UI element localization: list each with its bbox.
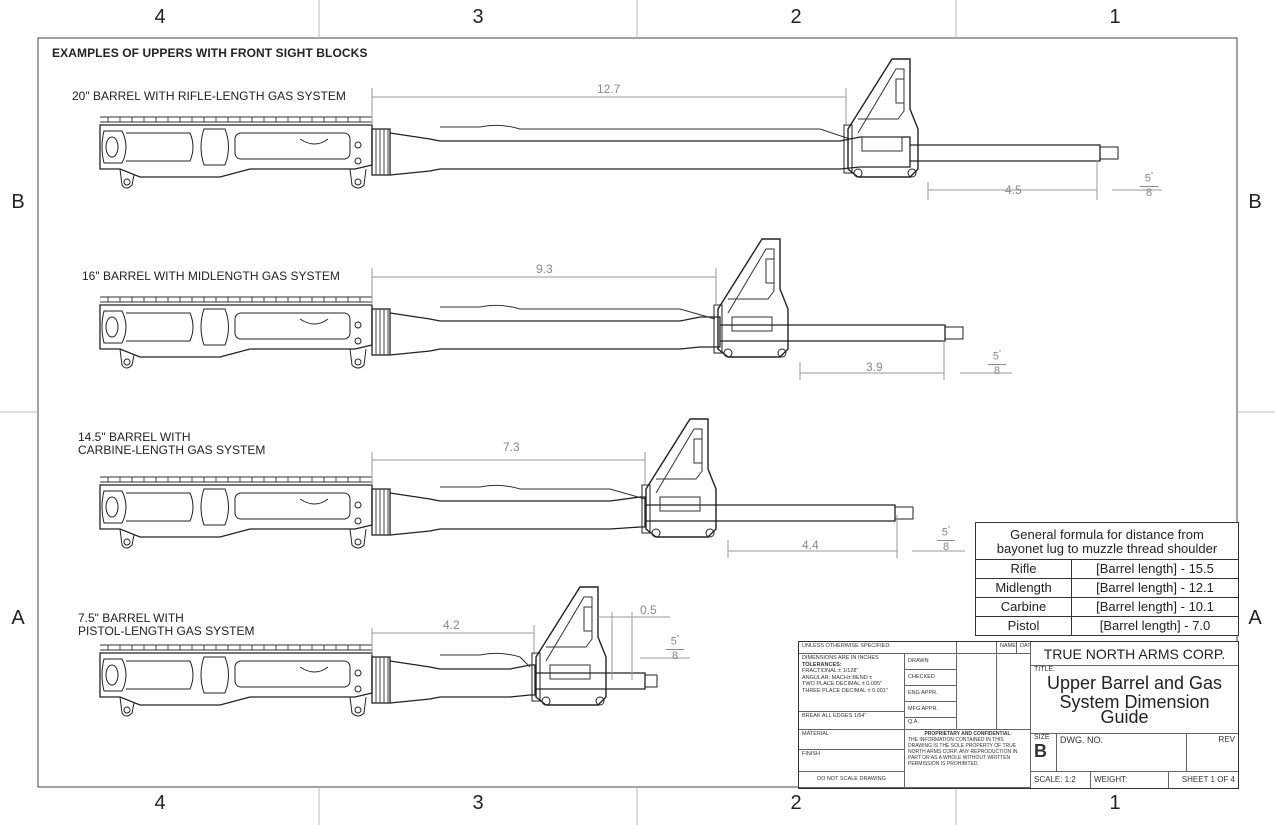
tb-size: B: [1034, 740, 1047, 761]
zone-right-a: A: [1248, 607, 1262, 629]
upper-2-label: 16" BARREL WITH MIDLENGTH GAS SYSTEM: [82, 269, 340, 283]
tb-role-drawn: DRAWN: [905, 654, 957, 670]
formula-row: Rifle [Barrel length] - 15.5: [976, 560, 1238, 579]
tb-weight: WEIGHT:: [1091, 772, 1169, 788]
upper-3-label-line2: CARBINE-LENGTH GAS SYSTEM: [78, 443, 266, 457]
formula-row: Pistol [Barrel length] - 7.0: [976, 617, 1238, 635]
tb-proprietary: PROPRIETARY AND CONFIDENTIAL THE INFORMA…: [905, 730, 1031, 788]
tb-names: [957, 654, 997, 730]
tb-break-edges: BREAK ALL EDGES 1/64": [799, 712, 905, 730]
formula-header-line2: bayonet lug to muzzle thread shoulder: [996, 541, 1218, 556]
upper-1-gas-dim: 12.7: [597, 82, 621, 96]
tb-role-mfg: MFG APPR.: [905, 702, 957, 718]
upper-4-label-line2: PISTOL-LENGTH GAS SYSTEM: [78, 624, 255, 638]
formula-system: Rifle: [976, 560, 1072, 578]
formula-expression: [Barrel length] - 12.1: [1096, 580, 1214, 595]
formula-system: Carbine: [976, 598, 1072, 616]
zone-left-b: B: [11, 191, 25, 213]
tb-title-cell: TITLE: Upper Barrel and Gas System Dimen…: [1031, 666, 1238, 734]
upper-4-thread-dim: 5"8: [666, 633, 684, 662]
title-block: UNLESS OTHERWISE SPECIFIED: NAME DATE DI…: [798, 641, 1239, 789]
tb-proprietary-title: PROPRIETARY AND CONFIDENTIAL: [924, 731, 1011, 737]
tb-do-not-scale: DO NOT SCALE DRAWING: [799, 772, 905, 788]
tb-role-qa: Q.A.: [905, 718, 957, 730]
tb-material: MATERIAL: [799, 730, 905, 750]
tb-dims: DIMENSIONS ARE IN INCHES: [802, 655, 879, 661]
tb-three-place: THREE PLACE DECIMAL ± 0.001": [802, 687, 888, 694]
zone-bottom-1: 1: [1109, 792, 1121, 814]
tb-dates: [997, 654, 1031, 730]
upper-3-muzzle-dim: 4.4: [802, 538, 819, 552]
tb-title-line1: Upper Barrel and Gas: [1046, 672, 1223, 693]
formula-header-line1: General formula for distance from: [1010, 527, 1204, 542]
upper-3-gas-dim: 7.3: [503, 440, 520, 454]
tb-sheet: SHEET 1 OF 4: [1181, 775, 1235, 784]
tb-finish: FINISH: [799, 750, 905, 772]
upper-3-thread-dim: 5"8: [937, 524, 955, 553]
zone-bottom-2: 2: [790, 792, 802, 814]
upper-2-gas-dim: 9.3: [536, 262, 553, 276]
zone-top-3: 3: [472, 6, 484, 28]
tb-two-place: TWO PLACE DECIMAL ± 0.005": [802, 681, 882, 687]
upper-1-label: 20" BARREL WITH RIFLE-LENGTH GAS SYSTEM: [72, 89, 346, 103]
tb-rev: REV: [1187, 734, 1238, 772]
upper-2-thread-dim: 5"8: [988, 348, 1006, 377]
zone-right-b: B: [1248, 191, 1262, 213]
formula-expression: [Barrel length] - 15.5: [1096, 561, 1214, 576]
tb-size-cell: SIZE B: [1031, 734, 1057, 772]
formula-expression: [Barrel length] - 10.1: [1096, 599, 1214, 614]
upper-4-muzzle-dim: 0.5: [640, 603, 657, 617]
formula-table: General formula for distance from bayone…: [975, 522, 1239, 636]
formula-expression: [Barrel length] - 7.0: [1099, 618, 1211, 633]
zone-bottom-4: 4: [154, 792, 166, 814]
formula-row: Midlength [Barrel length] - 12.1: [976, 579, 1238, 598]
upper-3-label-line1: 14.5" BARREL WITH: [78, 430, 191, 444]
upper-1-thread-dim: 5"8: [1140, 170, 1158, 199]
tb-dwg-no: DWG. NO.: [1057, 734, 1187, 772]
tb-scale: SCALE: 1:2: [1031, 772, 1091, 788]
tb-role-eng: ENG APPR.: [905, 686, 957, 702]
tb-col-name: NAME: [997, 642, 1017, 654]
tb-title-line2: System Dimension: [1059, 691, 1210, 712]
tb-title-line3: Guide: [1100, 706, 1149, 727]
upper-4-label-line1: 7.5" BARREL WITH: [78, 611, 184, 625]
zone-top-2: 2: [790, 6, 802, 28]
tb-size-label: SIZE: [1034, 734, 1050, 741]
tb-tol: TOLERANCES:: [802, 661, 842, 668]
tb-tolerances: DIMENSIONS ARE IN INCHES TOLERANCES: FRA…: [799, 654, 905, 712]
tb-title-label: TITLE:: [1034, 666, 1056, 673]
zone-bottom-3: 3: [472, 792, 484, 814]
tb-angular: ANGULAR: MACH± BEND ±: [802, 674, 873, 681]
tb-company: TRUE NORTH ARMS CORP.: [1031, 642, 1238, 666]
tb-col-date: DATE: [1017, 642, 1031, 654]
formula-system: Pistol: [976, 617, 1072, 635]
upper-4-gas-dim: 4.2: [443, 618, 460, 632]
formula-row: Carbine [Barrel length] - 10.1: [976, 598, 1238, 617]
upper-1-muzzle-dim: 4.5: [1005, 183, 1022, 197]
zone-top-1: 1: [1109, 6, 1121, 28]
zone-left-a: A: [11, 607, 25, 629]
sheet-heading: EXAMPLES OF UPPERS WITH FRONT SIGHT BLOC…: [52, 46, 368, 60]
zone-top-4: 4: [154, 6, 166, 28]
upper-2-muzzle-dim: 3.9: [866, 360, 883, 374]
formula-header: General formula for distance from bayone…: [976, 523, 1238, 560]
tb-fractional: FRACTIONAL ± 1/128": [802, 668, 859, 674]
tb-blank-header: [957, 642, 997, 654]
formula-system: Midlength: [976, 579, 1072, 597]
tb-unless: UNLESS OTHERWISE SPECIFIED:: [799, 642, 957, 654]
tb-proprietary-text: THE INFORMATION CONTAINED IN THIS DRAWIN…: [908, 737, 1018, 767]
tb-role-checked: CHECKED: [905, 670, 957, 686]
